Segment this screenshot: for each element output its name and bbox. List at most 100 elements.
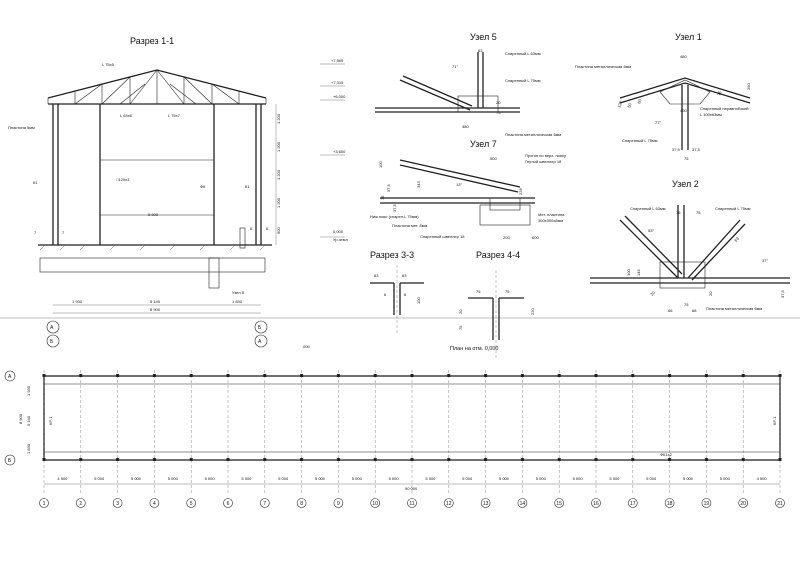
plan-column-top (631, 374, 635, 377)
svg-text:Ниж.пояс (спарен.L 75мм): Ниж.пояс (спарен.L 75мм) (370, 214, 419, 219)
svg-text:77°: 77° (655, 120, 661, 125)
plan-column-bottom (42, 458, 46, 461)
svg-text:+7,315: +7,315 (331, 80, 344, 85)
svg-text:75: 75 (684, 302, 689, 307)
svg-text:Прогон по верх. поясу: Прогон по верх. поясу (525, 153, 566, 158)
svg-text:6: 6 (404, 292, 407, 297)
plan-axis-number: 21 (777, 501, 783, 507)
svg-text:63: 63 (374, 273, 379, 278)
plan-column-bottom (631, 458, 635, 461)
svg-text:Пластина металлическая 6мм: Пластина металлическая 6мм (505, 132, 561, 137)
plan-column-bottom (741, 458, 745, 461)
plan-column-bottom (520, 458, 524, 461)
svg-text:500: 500 (490, 156, 497, 161)
plan-axis-number: 5 (190, 501, 193, 507)
svg-text:7: 7 (34, 230, 37, 235)
plan-axis-number: 9 (337, 501, 340, 507)
plan-axis-number: 15 (556, 501, 562, 507)
plan-axis-number: 1 (43, 501, 46, 507)
plan-axis-number: 16 (593, 501, 599, 507)
plan-axis-bubble (443, 498, 454, 508)
plan-column-top (42, 374, 46, 377)
svg-text:600: 600 (532, 235, 539, 240)
svg-text:ФК1х2: ФК1х2 (660, 452, 673, 457)
svg-text:Спаренный неравнобокий: Спаренный неравнобокий (700, 106, 749, 111)
svg-text:5 140: 5 140 (26, 415, 31, 426)
svg-text:Пластина металлическая 6мм: Пластина металлическая 6мм (575, 64, 631, 69)
plan-axis-number: 7 (263, 501, 266, 507)
plan-column-bottom (594, 458, 598, 461)
svg-text:0,000: 0,000 (333, 229, 344, 234)
plan-column-bottom (557, 458, 561, 461)
svg-text:20: 20 (496, 100, 501, 105)
plan-axis-number: 6 (227, 501, 230, 507)
svg-text:900: 900 (276, 227, 281, 234)
plan-column-top (79, 374, 83, 377)
svg-text:□120х3: □120х3 (116, 177, 130, 182)
svg-text:75: 75 (684, 156, 689, 161)
plan-axis-bubble (738, 498, 749, 508)
plan-axis-bubble (296, 498, 307, 508)
plan-column-top (116, 374, 120, 377)
svg-text:Б: Б (8, 458, 12, 464)
svg-text:37,5: 37,5 (672, 147, 681, 152)
section11-title: Разрез 1-1 (130, 36, 174, 46)
section-1-1: Разрез 1-1 (8, 36, 348, 349)
svg-text:75: 75 (696, 210, 701, 215)
svg-text:37°: 37° (762, 258, 768, 263)
svg-text:75: 75 (458, 325, 463, 330)
plan-column-top (410, 374, 414, 377)
axis-bubble-b (46, 334, 60, 348)
plan-axis-bubble (76, 498, 86, 508)
plan-axis-bubble (407, 498, 417, 508)
svg-text:100: 100 (416, 297, 421, 304)
svg-text:75: 75 (716, 90, 722, 97)
svg-text:71°: 71° (452, 64, 458, 69)
ground-hatch (39, 244, 266, 251)
svg-text:+3,600: +3,600 (333, 149, 346, 154)
svg-text:20: 20 (458, 309, 463, 314)
plan-bay-dimension: 5 000 (352, 476, 363, 481)
elevation-marks: +7,565 +7,315 +6,000 +3,600 0,000 Ур.зем… (320, 58, 348, 242)
svg-text:Спаренный швеллер 18: Спаренный швеллер 18 (420, 234, 465, 239)
svg-text:8 900: 8 900 (18, 413, 23, 424)
foundation (39, 257, 266, 273)
node5-title: Узел 5 (470, 32, 497, 42)
svg-text:Ур.земл: Ур.земл (333, 237, 348, 242)
plan-axis-bubble (186, 498, 196, 508)
svg-text:КР-1: КР-1 (48, 416, 53, 425)
plan-axis-number: 8 (300, 501, 303, 507)
plan-axis-bubble (370, 498, 381, 508)
svg-text:Узел 8: Узел 8 (232, 290, 245, 295)
plan-axis-bubble (517, 498, 528, 508)
svg-text:37,5: 37,5 (692, 147, 701, 152)
svg-text:А: А (258, 339, 262, 345)
plan-bay-dimension: 5 000 (131, 476, 142, 481)
svg-text:53°: 53° (648, 228, 654, 233)
plan-bay-dimension: 5 000 (425, 476, 436, 481)
plan-column-top (520, 374, 524, 377)
plan-bay-dimension: 5 000 (462, 476, 473, 481)
plan-axis-number: 10 (372, 501, 378, 507)
plan-axis-number: 4 (153, 501, 156, 507)
svg-text:400: 400 (680, 108, 687, 113)
svg-text:480: 480 (680, 54, 687, 59)
plan-column-top (741, 374, 745, 377)
plan-bay-dimension: 5 000 (205, 476, 216, 481)
svg-text:37,5: 37,5 (392, 203, 397, 212)
svg-text:1 200: 1 200 (276, 141, 281, 152)
svg-text:А: А (50, 325, 54, 331)
plan-bay-dimension: 5 000 (609, 476, 620, 481)
svg-text:100: 100 (626, 269, 631, 276)
node1-title: Узел 1 (675, 32, 702, 42)
plan-axis-bubble (149, 498, 160, 508)
node-5: Узел 5 71° 63 480 20 75 Спаренный L 63мм… (375, 32, 561, 137)
svg-text:Б: Б (50, 339, 54, 345)
node-1: Узел 1 480 250 400 37,5 37,5 75 120 50 6… (575, 32, 751, 161)
svg-text:L 75х5: L 75х5 (102, 62, 115, 67)
svg-text:13°: 13° (456, 182, 462, 187)
node-7: Узел 7 500 100 37,5 343 75 37,5 228 200 … (370, 139, 566, 240)
